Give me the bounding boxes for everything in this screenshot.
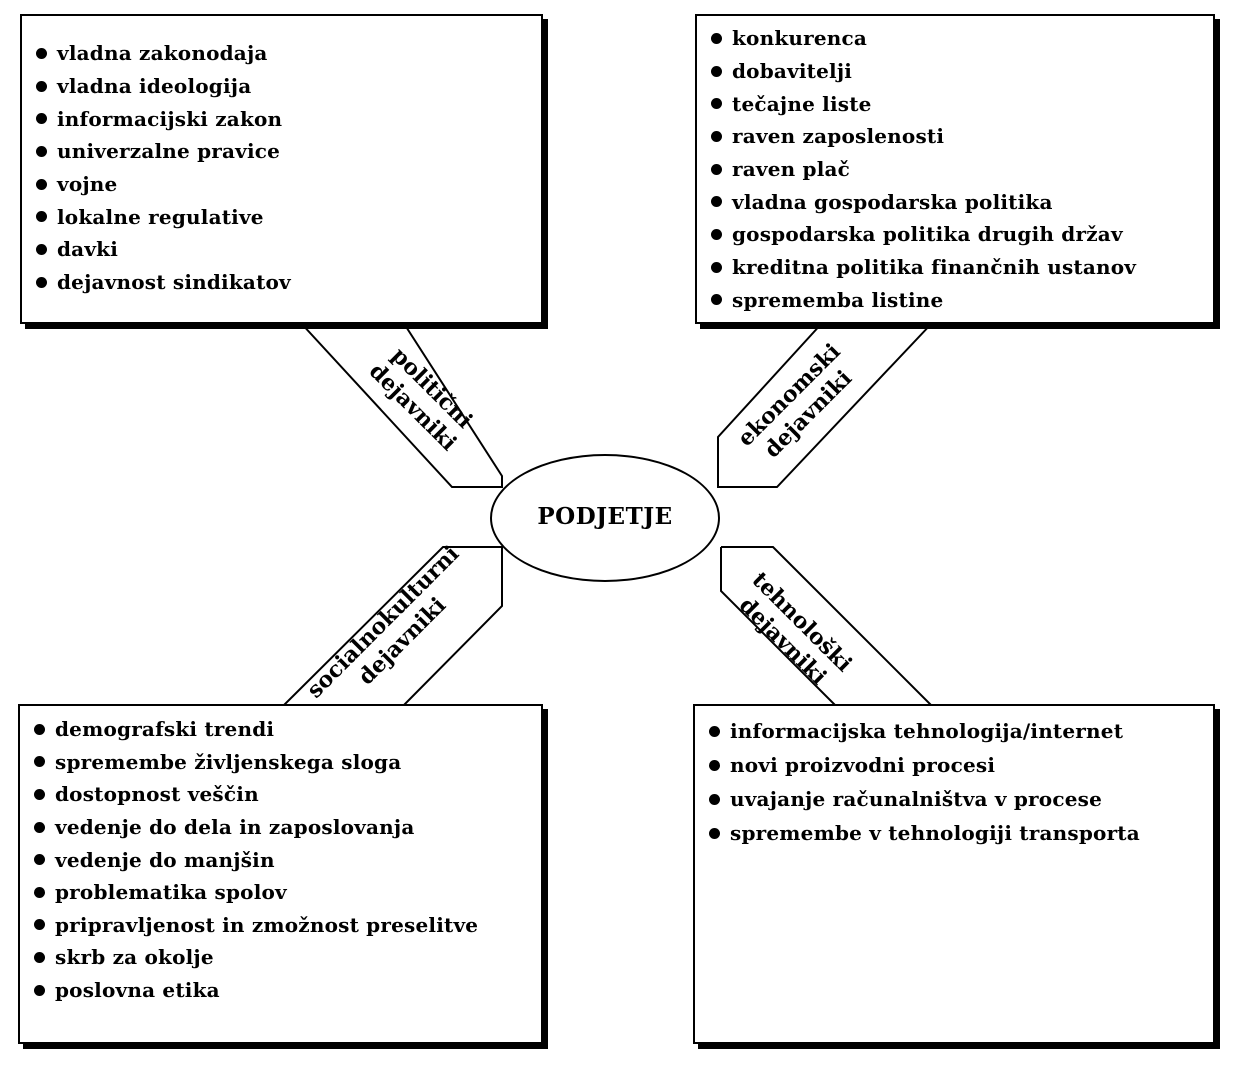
list-item: davki <box>36 233 541 266</box>
bullet-icon <box>34 821 45 833</box>
list-item: raven plač <box>711 153 1213 186</box>
list-item: sprememba listine <box>711 284 1213 317</box>
list-item: dobavitelji <box>711 55 1213 88</box>
bullet-icon <box>709 759 720 771</box>
list-item: lokalne regulative <box>36 200 541 233</box>
bullet-icon <box>36 113 47 125</box>
list-item: informacijska tehnologija/internet <box>709 714 1213 748</box>
list-item: dejavnost sindikatov <box>36 266 541 299</box>
bullet-icon <box>36 47 47 59</box>
bullet-icon <box>34 756 45 768</box>
sociocultural-factors-box: demografski trendi spremembe življenskeg… <box>18 704 543 1044</box>
bullet-icon <box>36 243 47 255</box>
list-item: gospodarska politika drugih držav <box>711 218 1213 251</box>
bullet-icon <box>711 32 722 44</box>
technological-factors-list: informacijska tehnologija/internet novi … <box>709 714 1213 850</box>
list-item: vedenje do dela in zaposlovanja <box>34 811 541 844</box>
arm-political <box>299 321 503 488</box>
bullet-icon <box>36 178 47 190</box>
list-item: dostopnost veščin <box>34 778 541 811</box>
list-item: pripravljenost in zmožnost preselitve <box>34 909 541 942</box>
sociocultural-factors-list: demografski trendi spremembe življenskeg… <box>34 713 541 1006</box>
list-item: konkurenca <box>711 22 1213 55</box>
list-item: vladna gospodarska politika <box>711 185 1213 218</box>
bullet-icon <box>34 984 45 996</box>
bullet-icon <box>34 951 45 963</box>
bullet-icon <box>36 276 47 288</box>
bullet-icon <box>711 196 722 208</box>
company-node <box>490 454 720 582</box>
list-item: vedenje do manjšin <box>34 843 541 876</box>
list-item: vladna zakonodaja <box>36 37 541 70</box>
bullet-icon <box>709 793 720 805</box>
list-item: kreditna politika finančnih ustanov <box>711 251 1213 284</box>
list-item: problematika spolov <box>34 876 541 909</box>
bullet-icon <box>711 130 722 142</box>
list-item: novi proizvodni procesi <box>709 748 1213 782</box>
bullet-icon <box>34 854 45 866</box>
list-item: skrb za okolje <box>34 941 541 974</box>
list-item: spremembe življenskega sloga <box>34 746 541 779</box>
bullet-icon <box>711 261 722 273</box>
list-item: vladna ideologija <box>36 70 541 103</box>
list-item: vojne <box>36 168 541 201</box>
bullet-icon <box>34 919 45 931</box>
list-item: demografski trendi <box>34 713 541 746</box>
bullet-icon <box>36 211 47 223</box>
bullet-icon <box>36 80 47 92</box>
economic-factors-list: konkurenca dobavitelji tečajne liste rav… <box>711 22 1213 316</box>
bullet-icon <box>709 827 720 839</box>
arm-economic <box>717 321 934 488</box>
list-item: univerzalne pravice <box>36 135 541 168</box>
bullet-icon <box>711 98 722 110</box>
political-factors-list: vladna zakonodaja vladna ideologija info… <box>36 37 541 299</box>
list-item: uvajanje računalništva v procese <box>709 782 1213 816</box>
economic-factors-box: konkurenca dobavitelji tečajne liste rav… <box>695 14 1215 324</box>
list-item: raven zaposlenosti <box>711 120 1213 153</box>
bullet-icon <box>36 145 47 157</box>
company-label: PODJETJE <box>537 503 673 530</box>
bullet-icon <box>711 228 722 240</box>
bullet-icon <box>709 725 720 737</box>
political-factors-box: vladna zakonodaja vladna ideologija info… <box>20 14 543 324</box>
bullet-icon <box>34 886 45 898</box>
bullet-icon <box>711 294 722 306</box>
list-item: poslovna etika <box>34 974 541 1007</box>
bullet-icon <box>711 163 722 175</box>
technological-factors-box: informacijska tehnologija/internet novi … <box>693 704 1215 1044</box>
bullet-icon <box>711 65 722 77</box>
list-item: informacijski zakon <box>36 102 541 135</box>
bullet-icon <box>34 788 45 800</box>
list-item: tečajne liste <box>711 87 1213 120</box>
bullet-icon <box>34 723 45 735</box>
list-item: spremembe v tehnologiji transporta <box>709 816 1213 850</box>
